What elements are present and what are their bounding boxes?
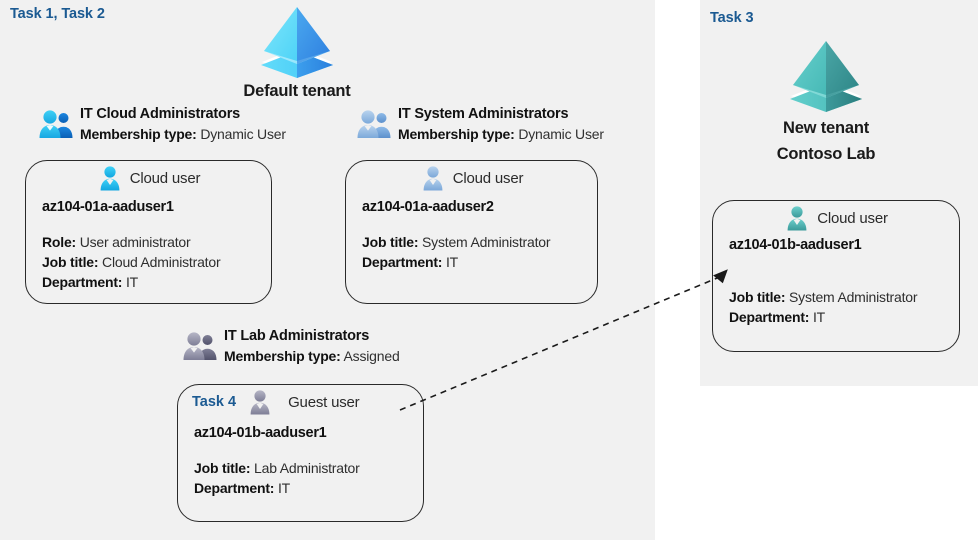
task-label-3: Task 3 <box>710 10 754 26</box>
card-properties: Job title: System Administrator Departme… <box>713 287 959 327</box>
user-card-az104-01a-aaduser2[interactable]: Cloud user az104-01a-aaduser2 Job title:… <box>345 160 598 304</box>
card-property-job-title: Job title: System Administrator <box>362 232 581 252</box>
new-tenant-name-line1: New tenant <box>782 119 869 137</box>
property-label: Department: <box>42 274 123 291</box>
group-membership-label: Membership type: <box>80 125 197 142</box>
default-tenant-name: Default tenant <box>243 82 351 100</box>
group-membership-value: Assigned <box>343 347 400 364</box>
card-upn: az104-01a-aaduser2 <box>362 199 494 215</box>
new-tenant-name: New tenant Contoso Lab <box>726 116 926 167</box>
card-property-department: Department: IT <box>729 307 943 327</box>
task-label-4: Task 4 <box>192 394 237 410</box>
card-property-role: Role: User administrator <box>42 232 255 252</box>
user-card-az104-01b-aaduser1-cloud[interactable]: Cloud user az104-01b-aaduser1 Job title:… <box>712 200 960 352</box>
property-label: Job title: <box>42 254 99 271</box>
property-value: Lab Administrator <box>254 460 360 476</box>
card-user-type-row: Cloud user <box>346 161 597 195</box>
group-it-system-administrators: IT System Administrators Membership type… <box>356 104 604 144</box>
group-membership-type: Membership type: Assigned <box>224 347 400 367</box>
property-value: Cloud Administrator <box>102 254 221 271</box>
group-title: IT Cloud Administrators <box>80 106 241 122</box>
card-upn: az104-01b-aaduser1 <box>194 425 327 441</box>
group-membership-type: Membership type: Dynamic User <box>398 125 604 145</box>
group-membership-value: Dynamic User <box>518 125 604 142</box>
property-value: IT <box>277 480 291 497</box>
property-value: IT <box>445 254 459 271</box>
card-properties: Job title: Lab Administrator Department:… <box>178 458 423 498</box>
group-it-cloud-administrators: IT Cloud Administrators Membership type:… <box>38 104 286 144</box>
card-user-type-row: Task 4 Guest user <box>178 385 423 419</box>
user-card-az104-01b-aaduser1-guest[interactable]: Task 4 Guest user az104-01b-aaduser1 Job… <box>177 384 424 522</box>
task-label-1-2: Task 1, Task 2 <box>10 6 105 22</box>
group-users-icon-blue <box>39 110 73 138</box>
card-property-job-title: Job title: System Administrator <box>729 287 943 307</box>
group-membership-label: Membership type: <box>398 125 515 142</box>
property-label: Job title: <box>362 234 419 250</box>
group-it-lab-administrators: IT Lab Administrators Membership type: A… <box>182 326 400 366</box>
property-value: System Administrator <box>422 234 551 250</box>
card-user-type: Cloud user <box>817 209 888 227</box>
property-label: Job title: <box>729 289 786 305</box>
azure-ad-tenant-icon-teal <box>790 41 862 112</box>
card-property-department: Department: IT <box>194 478 407 498</box>
new-tenant-block: New tenant Contoso Lab <box>726 38 926 167</box>
group-membership-value: Dynamic User <box>200 125 286 142</box>
property-label: Role: <box>42 234 77 250</box>
card-upn: az104-01b-aaduser1 <box>729 237 862 253</box>
card-property-job-title: Job title: Lab Administrator <box>194 458 407 478</box>
card-user-type: Cloud user <box>129 169 201 187</box>
property-label: Department: <box>729 309 810 326</box>
cloud-user-icon-teal <box>787 206 807 231</box>
property-label: Department: <box>362 254 443 271</box>
property-value: IT <box>812 309 826 326</box>
property-label: Department: <box>194 480 275 497</box>
cloud-user-icon-light-blue <box>423 166 443 191</box>
default-tenant-block: Default tenant <box>197 4 397 101</box>
group-users-icon-gray <box>183 332 217 360</box>
group-membership-type: Membership type: Dynamic User <box>80 125 286 145</box>
card-property-job-title: Job title: Cloud Administrator <box>42 252 255 272</box>
card-user-type: Cloud user <box>452 169 524 187</box>
cloud-user-icon-blue <box>100 166 120 191</box>
new-tenant-name-line2: Contoso Lab <box>776 144 876 163</box>
card-properties: Role: User administrator Job title: Clou… <box>26 232 271 292</box>
card-user-type: Guest user <box>288 393 360 411</box>
card-properties: Job title: System Administrator Departme… <box>346 232 597 272</box>
azure-ad-tenant-icon-blue <box>261 7 333 78</box>
group-users-icon-light-blue <box>357 110 391 138</box>
group-title: IT System Administrators <box>398 106 569 122</box>
user-card-az104-01a-aaduser1[interactable]: Cloud user az104-01a-aaduser1 Role: User… <box>25 160 272 304</box>
property-value: IT <box>125 274 139 291</box>
card-user-type-row: Cloud user <box>26 161 271 195</box>
group-title: IT Lab Administrators <box>224 328 370 344</box>
card-property-department: Department: IT <box>42 272 255 292</box>
property-value: System Administrator <box>789 289 918 305</box>
card-upn: az104-01a-aaduser1 <box>42 199 174 215</box>
property-label: Job title: <box>194 460 251 476</box>
card-property-department: Department: IT <box>362 252 581 272</box>
guest-user-icon-gray <box>250 390 270 415</box>
property-value: User administrator <box>79 234 191 250</box>
group-membership-label: Membership type: <box>224 347 341 364</box>
card-user-type-row: Cloud user <box>713 201 959 235</box>
